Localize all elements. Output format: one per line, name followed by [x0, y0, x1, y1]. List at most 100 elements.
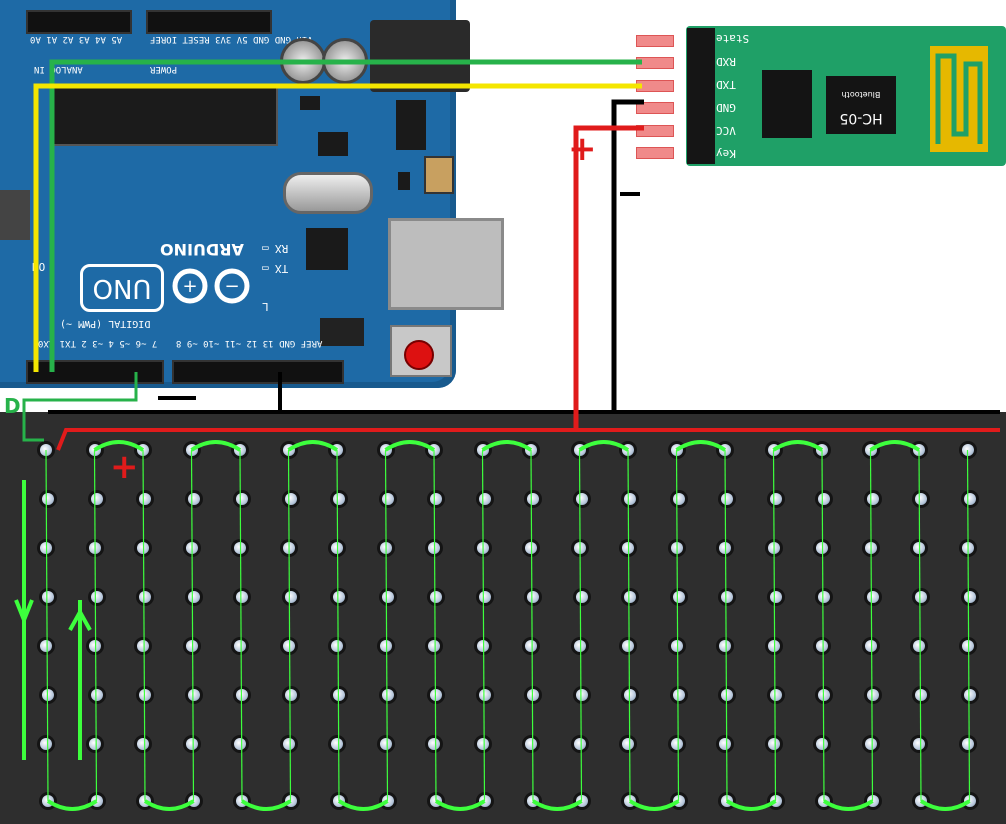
led — [525, 444, 537, 456]
led — [769, 795, 782, 807]
power-label: POWER — [150, 64, 178, 74]
capacitor-1 — [280, 38, 326, 84]
led — [381, 689, 394, 701]
led — [573, 738, 586, 750]
led — [331, 542, 343, 554]
led — [478, 689, 491, 701]
digital-pwm-label: DIGITAL (PWM ~) — [60, 318, 151, 329]
power-header — [146, 10, 272, 34]
led — [185, 640, 198, 652]
icsp-header-left — [0, 190, 30, 240]
led — [381, 493, 394, 505]
usb-port — [388, 218, 504, 310]
led — [331, 444, 343, 456]
led — [670, 640, 683, 652]
led — [185, 444, 198, 456]
led — [721, 591, 733, 603]
hc05-name-text: HC-05 — [839, 110, 883, 126]
power-pin-ioref: IOREF — [150, 34, 178, 44]
analog-pin-a0: A0 — [30, 34, 41, 44]
led — [961, 738, 974, 750]
led — [187, 689, 200, 701]
rx-led-label: ▭ RX — [262, 238, 289, 258]
led — [476, 444, 489, 456]
rx-label-text: RX — [275, 242, 289, 255]
led — [818, 591, 830, 603]
hc05-chip-small — [762, 70, 812, 138]
led — [137, 542, 149, 554]
top-digital-pin-labels: AREF GND 13 12 ~11 ~10 ~9 8 — [176, 338, 322, 348]
analog-pin-a4: A4 — [95, 34, 106, 44]
led — [719, 640, 731, 652]
digital-pin-label-11: ~11 — [224, 338, 242, 348]
led — [672, 591, 685, 603]
led — [915, 795, 927, 807]
led — [913, 444, 925, 456]
led — [622, 738, 634, 750]
led — [139, 689, 151, 701]
led — [915, 493, 927, 505]
led — [40, 640, 52, 652]
led — [42, 493, 54, 505]
led — [333, 689, 345, 701]
tx-led-label: ▭ TX — [262, 258, 289, 278]
led — [624, 689, 636, 701]
reset-button-cap — [404, 340, 434, 370]
led — [915, 591, 927, 603]
led — [42, 689, 54, 701]
led — [42, 591, 54, 603]
voltage-regulator — [396, 100, 426, 150]
led — [430, 591, 442, 603]
led — [575, 689, 588, 701]
led — [913, 738, 925, 750]
power-pin-5v: 5V — [236, 34, 248, 44]
led-l-label: L — [262, 300, 269, 313]
led — [430, 689, 442, 701]
led — [284, 689, 297, 701]
analog-pin-labels: A5 A4 A3 A2 A1 A0 — [30, 34, 122, 44]
led — [282, 444, 295, 456]
led — [721, 689, 733, 701]
capacitor-2 — [322, 38, 368, 84]
led — [185, 738, 198, 750]
led — [88, 738, 101, 750]
led — [769, 689, 782, 701]
led — [816, 542, 828, 554]
led — [333, 493, 345, 505]
plus-annotation-panel: + — [110, 447, 139, 487]
led — [573, 640, 586, 652]
led — [767, 640, 780, 652]
led — [187, 795, 200, 807]
led — [527, 689, 539, 701]
led — [866, 591, 879, 603]
led — [670, 542, 683, 554]
hc05-label-gnd: GND — [716, 101, 736, 114]
led — [90, 493, 103, 505]
led — [622, 444, 634, 456]
led — [139, 591, 151, 603]
led — [234, 640, 246, 652]
led — [428, 738, 440, 750]
hc05-label-rxd: RXD — [716, 55, 736, 68]
hc05-label-vcc: VCC — [716, 124, 736, 137]
digital-pin-label-5: ~5 — [119, 338, 131, 348]
arduino-infinity-logo: + − — [172, 268, 250, 304]
led — [379, 738, 392, 750]
led — [282, 542, 295, 554]
led — [282, 738, 295, 750]
led — [379, 640, 392, 652]
led — [234, 738, 246, 750]
led — [379, 542, 392, 554]
led — [672, 689, 685, 701]
led — [137, 640, 149, 652]
uno-logo: UNO — [80, 264, 164, 312]
smd-regulator — [318, 132, 348, 156]
led — [864, 640, 877, 652]
led — [575, 493, 588, 505]
led — [767, 444, 780, 456]
led — [476, 542, 489, 554]
led — [137, 444, 149, 456]
digital-pin-label-aref: AREF — [300, 338, 323, 348]
led — [961, 640, 974, 652]
led — [866, 795, 879, 807]
